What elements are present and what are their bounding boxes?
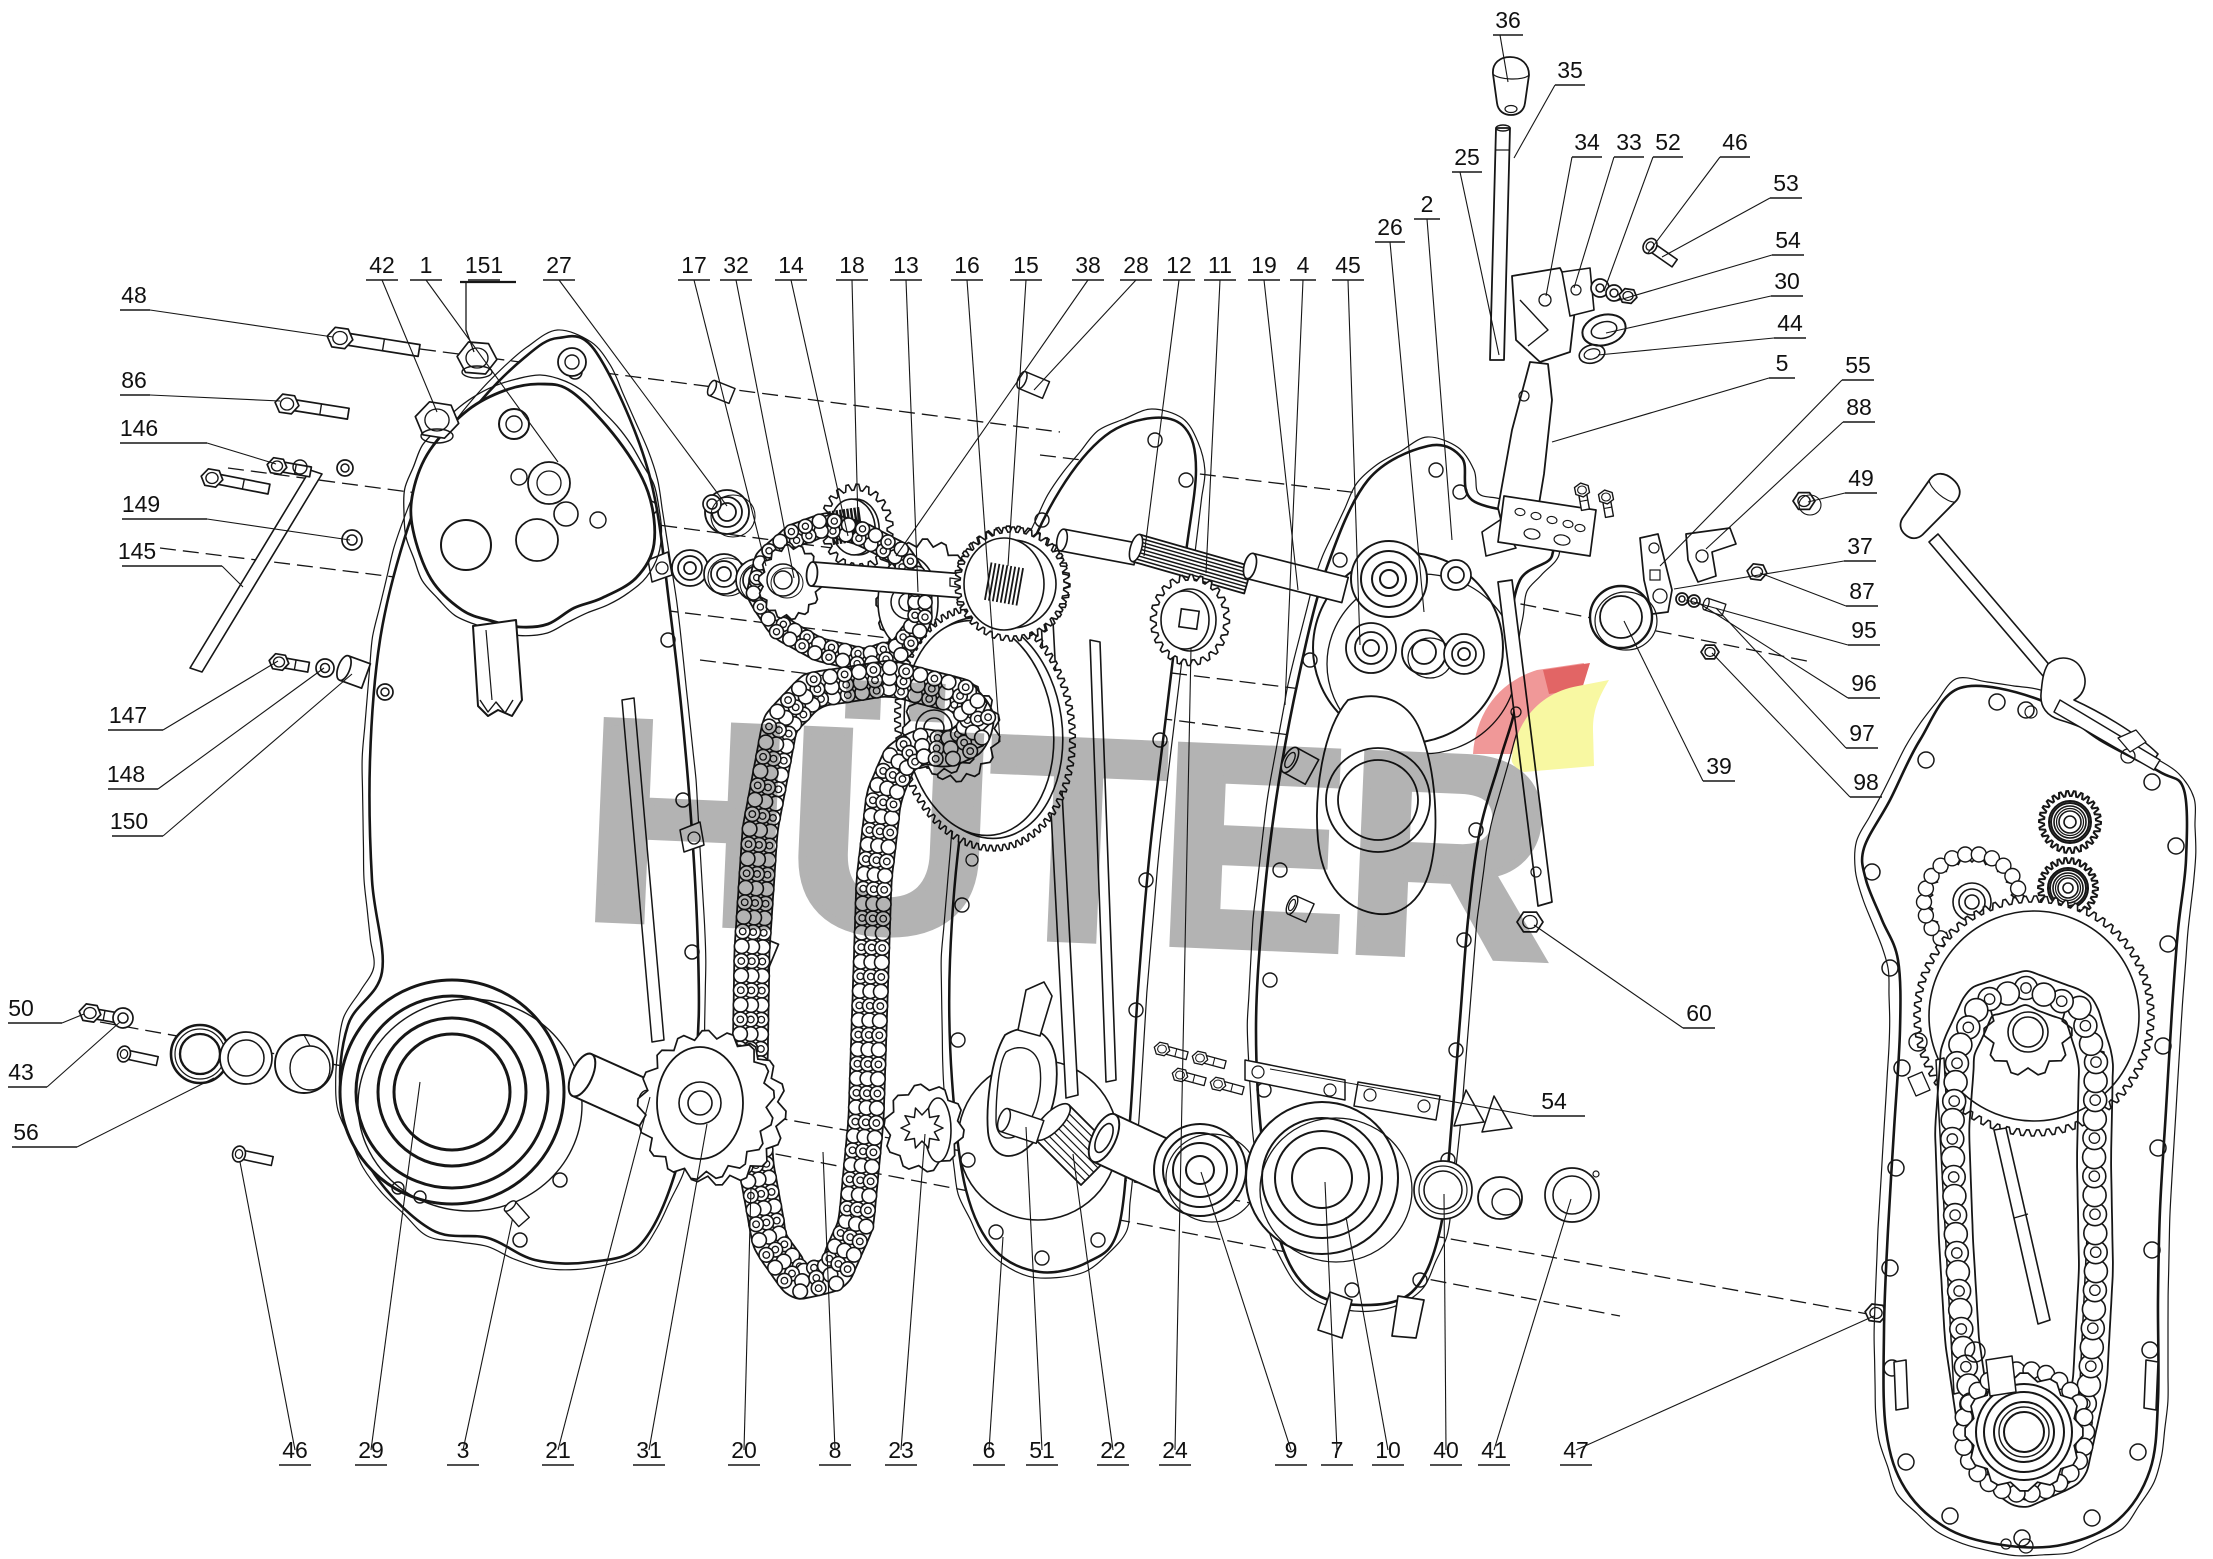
svg-text:HÜTER: HÜTER	[577, 658, 1553, 1020]
svg-text:49: 49	[1848, 465, 1874, 491]
svg-text:13: 13	[893, 252, 919, 278]
svg-text:50: 50	[8, 995, 34, 1021]
svg-text:55: 55	[1845, 352, 1871, 378]
svg-text:149: 149	[122, 491, 160, 517]
svg-text:32: 32	[723, 252, 749, 278]
svg-text:26: 26	[1377, 214, 1403, 240]
svg-text:19: 19	[1251, 252, 1277, 278]
svg-text:44: 44	[1777, 310, 1803, 336]
svg-text:86: 86	[121, 367, 147, 393]
svg-text:11: 11	[1208, 252, 1232, 278]
svg-text:39: 39	[1706, 753, 1732, 779]
svg-text:98: 98	[1853, 769, 1879, 795]
svg-text:53: 53	[1773, 170, 1799, 196]
svg-text:148: 148	[107, 761, 145, 787]
svg-text:30: 30	[1774, 268, 1800, 294]
svg-text:38: 38	[1075, 252, 1101, 278]
svg-text:88: 88	[1846, 394, 1872, 420]
svg-text:15: 15	[1013, 252, 1039, 278]
svg-text:95: 95	[1851, 617, 1877, 643]
svg-text:43: 43	[8, 1059, 34, 1085]
svg-text:97: 97	[1849, 720, 1875, 746]
svg-text:60: 60	[1686, 1000, 1712, 1026]
svg-text:54: 54	[1775, 227, 1801, 253]
svg-text:17: 17	[681, 252, 707, 278]
svg-text:145: 145	[118, 538, 156, 564]
svg-text:151: 151	[465, 252, 503, 278]
svg-text:2: 2	[1421, 191, 1434, 217]
svg-text:34: 34	[1574, 129, 1600, 155]
svg-text:147: 147	[109, 702, 147, 728]
svg-text:146: 146	[120, 415, 158, 441]
svg-text:96: 96	[1851, 670, 1877, 696]
svg-text:45: 45	[1335, 252, 1361, 278]
svg-text:52: 52	[1655, 129, 1681, 155]
svg-text:16: 16	[954, 252, 980, 278]
svg-text:27: 27	[546, 252, 572, 278]
svg-text:4: 4	[1297, 252, 1310, 278]
svg-text:36: 36	[1495, 7, 1521, 33]
svg-text:35: 35	[1557, 57, 1583, 83]
svg-text:5: 5	[1776, 350, 1789, 376]
svg-text:28: 28	[1123, 252, 1149, 278]
svg-text:56: 56	[13, 1119, 39, 1145]
svg-text:1: 1	[420, 252, 433, 278]
svg-text:14: 14	[778, 252, 804, 278]
svg-text:18: 18	[839, 252, 865, 278]
svg-text:25: 25	[1454, 144, 1480, 170]
svg-text:46: 46	[1722, 129, 1748, 155]
svg-text:87: 87	[1849, 578, 1875, 604]
svg-text:33: 33	[1616, 129, 1642, 155]
svg-text:48: 48	[121, 282, 147, 308]
svg-text:150: 150	[110, 808, 148, 834]
svg-text:54: 54	[1541, 1088, 1567, 1114]
svg-text:12: 12	[1166, 252, 1192, 278]
svg-text:42: 42	[369, 252, 395, 278]
svg-text:37: 37	[1847, 533, 1873, 559]
